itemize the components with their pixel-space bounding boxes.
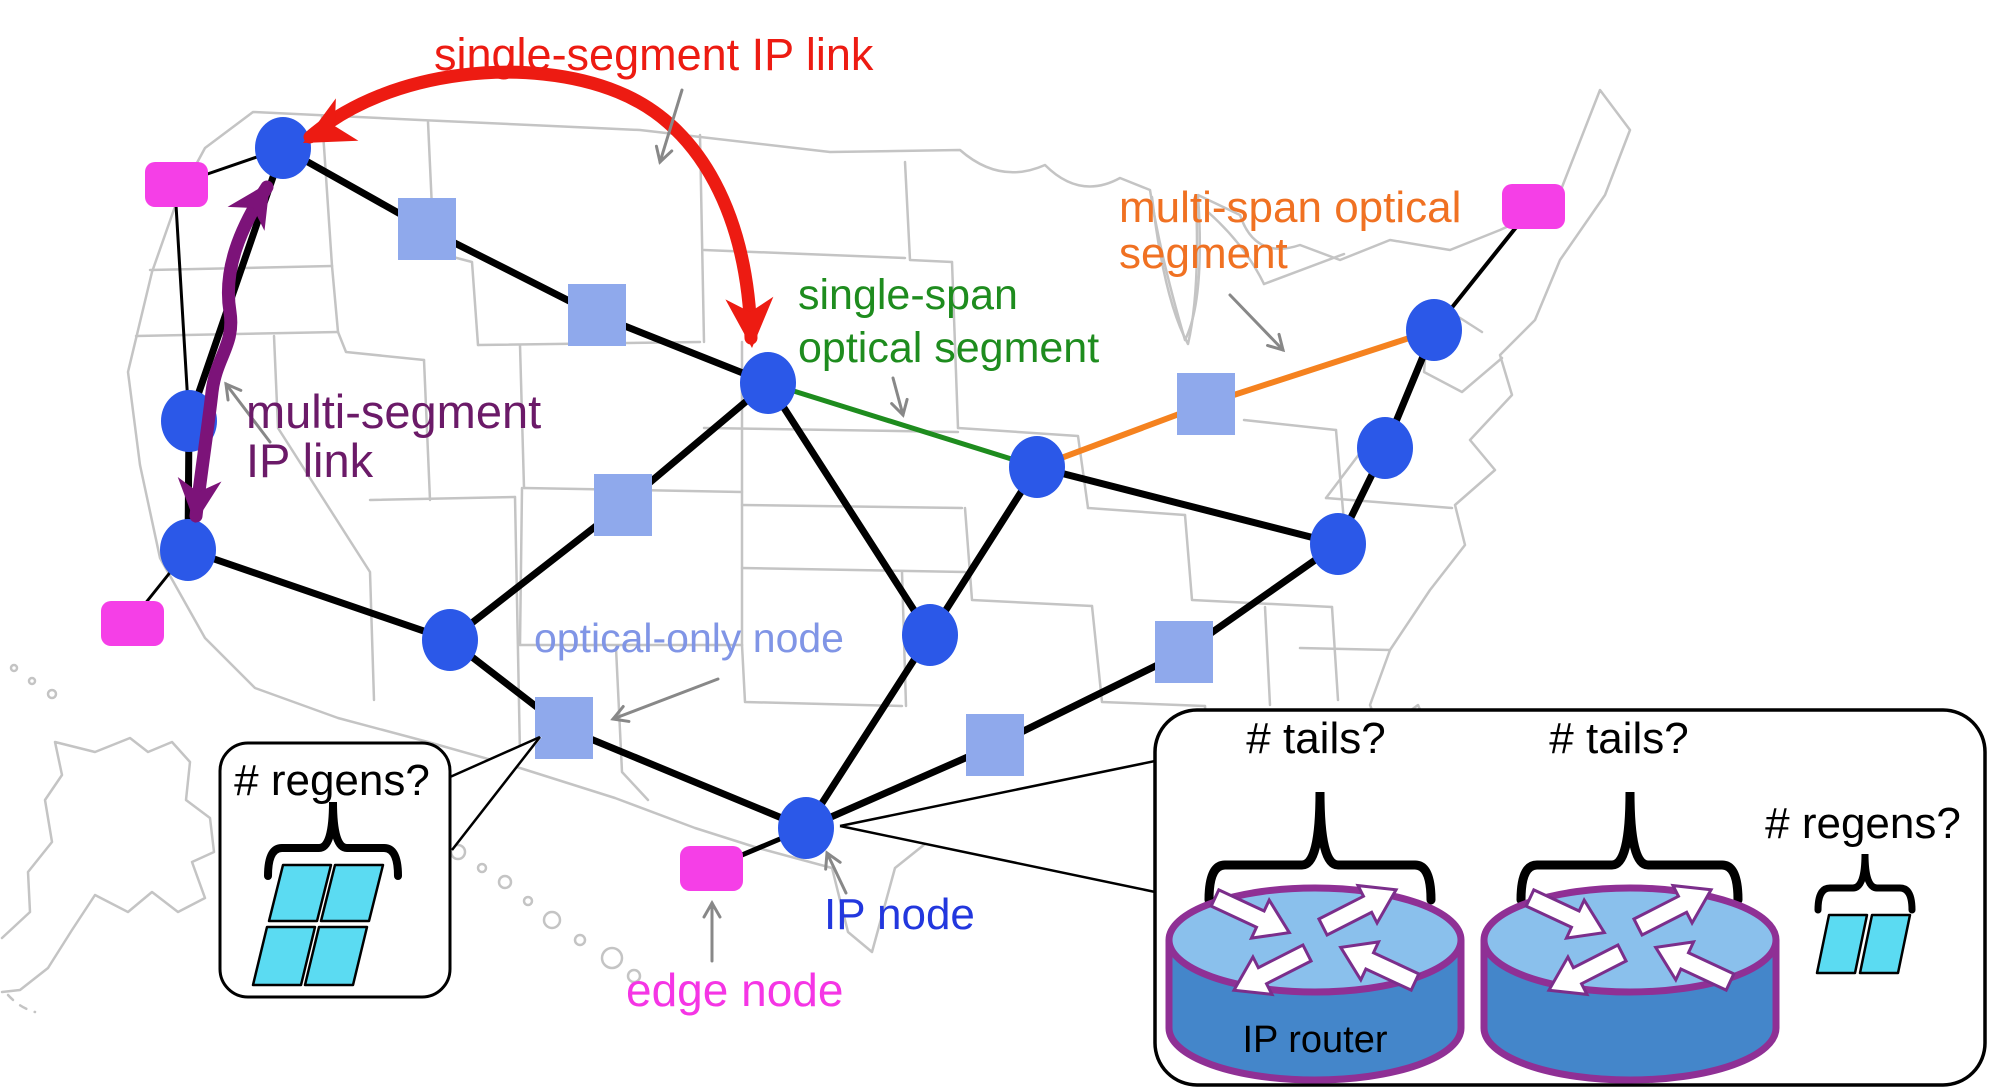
regen-icon: [267, 863, 333, 923]
purple-arrowhead-icon: [227, 182, 270, 231]
single-segment-ip-link-label: single-segment IP link: [434, 29, 874, 80]
regens-title: # regens?: [234, 756, 430, 805]
link-dallas-houston: [802, 631, 934, 832]
optical-node-icon: [1155, 621, 1213, 683]
tails-label-1: # tails?: [1246, 714, 1385, 763]
ip-node-icon: [740, 352, 796, 414]
arrow-icon-single-segment: [654, 88, 684, 165]
optical-node-icon: [1177, 373, 1235, 435]
regen-panels: [1815, 913, 1912, 975]
brace-icon: [1814, 853, 1916, 914]
ip-router-icon: [1480, 883, 1780, 1084]
link-central-dallas: [764, 379, 934, 639]
optical-only-nodes: [398, 198, 1235, 776]
edge-node-icon: [1502, 184, 1565, 229]
edge-node-label: edge node: [626, 964, 843, 1016]
link-la-phoenix: [184, 546, 454, 644]
single-segment-ip-link-arrow: [303, 65, 774, 348]
callout-tail-edge: [839, 758, 1161, 895]
brace-icon: [1204, 791, 1436, 905]
link-edge-sf: [174, 203, 191, 423]
optical-node-icon: [398, 198, 456, 260]
optical-node-icon: [966, 714, 1024, 776]
map-alaska-outline: [0, 736, 216, 994]
multi-segment-ip-link-label-line2: IP link: [246, 434, 374, 487]
map-aleutian-islands: [6, 663, 58, 1014]
regens-label: # regens?: [1765, 799, 1961, 848]
ip-node-icon: [1009, 436, 1065, 498]
regen-icon: [319, 863, 385, 923]
ip-router-icon: IP router: [1165, 883, 1465, 1084]
callout-tail-edge: [449, 735, 541, 851]
link-phoenix-houston: [446, 636, 810, 832]
regen-icon: [1858, 913, 1912, 975]
ip-router-label: IP router: [1242, 1019, 1387, 1061]
arrow-icon-single-span: [890, 376, 909, 418]
single-span-optical-segment-line: [767, 380, 1038, 470]
map-labels: single-segment IP link multi-segment IP …: [246, 29, 1461, 1016]
router-arrows: [1209, 883, 1421, 997]
optical-only-node-label: optical-only node: [534, 615, 844, 661]
arrow-icon-multi-segment: [224, 381, 272, 444]
red-arc: [303, 65, 758, 345]
multi-segment-ip-link-arrow: [177, 180, 274, 523]
brace-icon: [1516, 791, 1743, 905]
purple-arrowhead-icon: [177, 476, 222, 523]
ip-node-icon: [160, 519, 216, 581]
router-callout: # tails? # tails? # regens? IP router: [839, 708, 1987, 1087]
regens-callout: # regens?: [218, 735, 542, 999]
link-houston-atlanta: [802, 540, 1342, 832]
red-arrowhead-icon: [725, 296, 774, 348]
map-hawaii-islands: [449, 843, 642, 984]
regen-icon: [303, 925, 369, 987]
regen-panels: [251, 863, 385, 987]
ip-node-icon: [422, 609, 478, 671]
multi-segment-ip-link-label-line1: multi-segment: [246, 385, 541, 438]
ip-nodes: [160, 117, 1462, 859]
link-chicago-atlanta: [1033, 463, 1342, 548]
ip-node-icon: [1357, 417, 1413, 479]
single-span-label-line1: single-span: [798, 271, 1018, 319]
single-span-label-line2: optical segment: [798, 324, 1099, 372]
optical-node-icon: [535, 697, 593, 759]
callout-tail: [840, 758, 1162, 895]
regen-icon: [251, 925, 317, 987]
multi-span-label-line2: segment: [1119, 229, 1288, 278]
optical-node-icon: [568, 284, 626, 346]
optical-node-icon: [594, 474, 652, 536]
edge-node-icon: [145, 162, 208, 207]
ip-node-icon: [1406, 299, 1462, 361]
brace-icon: [264, 801, 402, 880]
link-seattle-central: [279, 144, 772, 387]
tails-label-2: # tails?: [1549, 714, 1688, 763]
ip-node-icon: [778, 797, 834, 859]
annotation-arrows: [224, 88, 1286, 963]
braces: [1204, 791, 1916, 914]
ip-node-icon: [902, 604, 958, 666]
multi-span-label-line1: multi-span optical: [1119, 183, 1461, 232]
arrow-icon-ip-node: [824, 850, 848, 895]
ip-node-icon: [1310, 513, 1366, 575]
regen-icon: [1815, 913, 1869, 975]
purple-curve: [189, 180, 274, 523]
edge-nodes: [101, 162, 1565, 891]
red-arrowhead-icon: [303, 98, 359, 143]
router-arrows: [1524, 883, 1736, 997]
edge-node-icon: [680, 846, 743, 891]
ip-node-label: IP node: [824, 890, 975, 939]
arrow-icon-multi-span: [1228, 293, 1286, 353]
link-chicago-dallas: [926, 463, 1041, 639]
arrow-icon-edge-node: [702, 899, 722, 963]
edge-node-icon: [101, 601, 164, 646]
ip-node-icon: [255, 117, 311, 179]
arrow-icon-optical-only: [610, 677, 720, 723]
